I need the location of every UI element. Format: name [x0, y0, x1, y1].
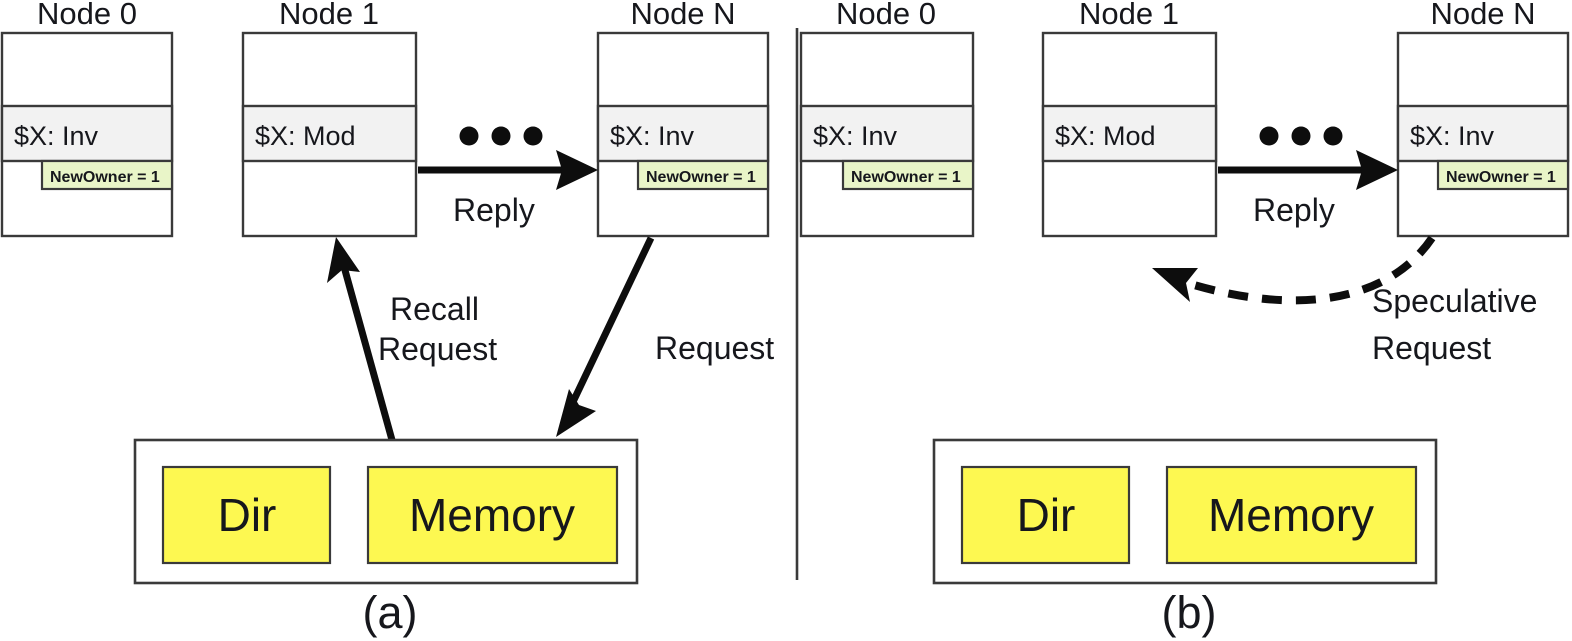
cache-state-label: $X: Inv — [1410, 121, 1495, 151]
new-owner-badge-label: NewOwner = 1 — [851, 169, 961, 186]
new-owner-badge-label: NewOwner = 1 — [50, 169, 160, 186]
panel-a-edge-request: Request — [556, 236, 774, 437]
panel-a-node-n[interactable]: Node N $X: Inv NewOwner = 1 — [596, 0, 770, 238]
node-title: Node 0 — [37, 0, 137, 31]
node-title: Node 1 — [279, 0, 379, 31]
cache-state-label: $X: Mod — [1055, 121, 1156, 151]
memory-label: Memory — [1208, 489, 1374, 541]
recall-request-label-line1: Recall — [390, 291, 479, 327]
memory-label: Memory — [409, 489, 575, 541]
cache-state-label: $X: Inv — [14, 121, 99, 151]
new-owner-badge-label: NewOwner = 1 — [1446, 169, 1556, 186]
cache-state-label: $X: Inv — [813, 121, 898, 151]
recall-request-arrow-shaft — [339, 262, 396, 441]
new-owner-badge-label: NewOwner = 1 — [646, 169, 756, 186]
cache-state-row — [1041, 104, 1218, 163]
cache-state-label: $X: Inv — [610, 121, 695, 151]
panel-a-ellipsis-icon — [459, 126, 543, 146]
cache-state-label: $X: Mod — [255, 121, 356, 151]
recall-request-arrow-head — [327, 237, 360, 283]
panel-a-caption: (a) — [363, 587, 418, 638]
new-owner-badge — [40, 159, 174, 191]
panel-a-node-1[interactable]: Node 1 $X: Mod — [241, 0, 418, 238]
node-title: Node 0 — [836, 0, 936, 31]
memory-cell[interactable] — [1165, 465, 1418, 565]
dir-label: Dir — [218, 489, 277, 541]
speculative-request-label-line2: Request — [1372, 330, 1491, 366]
request-label: Request — [655, 330, 774, 366]
panel-a-edge-recall-request: Recall Request — [327, 237, 497, 441]
cache-state-row — [0, 104, 174, 163]
request-arrow-shaft — [568, 236, 655, 406]
recall-request-label-line2: Request — [378, 331, 497, 367]
panel-b-ellipsis-icon — [1259, 126, 1343, 146]
dir-label: Dir — [1017, 489, 1076, 541]
memory-cell[interactable] — [366, 465, 619, 565]
panel-a-node-0[interactable]: Node 0 $X: Inv NewOwner = 1 — [0, 0, 174, 238]
speculative-request-label-line1: Speculative — [1372, 283, 1537, 319]
speculative-request-arrow-head — [1152, 268, 1198, 302]
reply-label: Reply — [453, 192, 535, 228]
panel-b-memory-module[interactable]: Dir Memory — [932, 438, 1438, 585]
panel-b-edge-reply: Reply — [1218, 150, 1398, 228]
dir-cell[interactable] — [960, 465, 1131, 565]
node-title: Node N — [630, 0, 735, 31]
cache-state-row — [799, 104, 975, 163]
new-owner-badge — [636, 159, 770, 191]
reply-arrow-head — [1356, 150, 1398, 190]
reply-arrow-head — [556, 150, 598, 190]
panel-b-node-0[interactable]: Node 0 $X: Inv NewOwner = 1 — [799, 0, 975, 238]
panel-b-node-1[interactable]: Node 1 $X: Mod — [1041, 0, 1218, 238]
new-owner-badge — [841, 159, 975, 191]
speculative-request-arrow-shaft — [1182, 235, 1436, 305]
panel-b-caption: (b) — [1162, 587, 1217, 638]
panel-b-edge-speculative-request: Speculative Request — [1152, 235, 1537, 366]
panel-b-node-n[interactable]: Node N $X: Inv NewOwner = 1 — [1396, 0, 1570, 238]
panel-a: Node 0 $X: Inv NewOwner = 1 Node 1 $X: M… — [0, 0, 774, 638]
cache-state-row — [241, 104, 418, 163]
new-owner-badge — [1436, 159, 1570, 191]
panel-a-memory-module[interactable]: Dir Memory — [133, 438, 639, 585]
node-title: Node N — [1430, 0, 1535, 31]
cache-state-row — [1396, 104, 1570, 163]
dir-cell[interactable] — [161, 465, 332, 565]
panel-b: Node 0 $X: Inv NewOwner = 1 Node 1 $X: M… — [799, 0, 1570, 638]
request-arrow-head — [556, 389, 596, 437]
panel-a-edge-reply: Reply — [418, 150, 598, 228]
reply-label: Reply — [1253, 192, 1335, 228]
node-title: Node 1 — [1079, 0, 1179, 31]
